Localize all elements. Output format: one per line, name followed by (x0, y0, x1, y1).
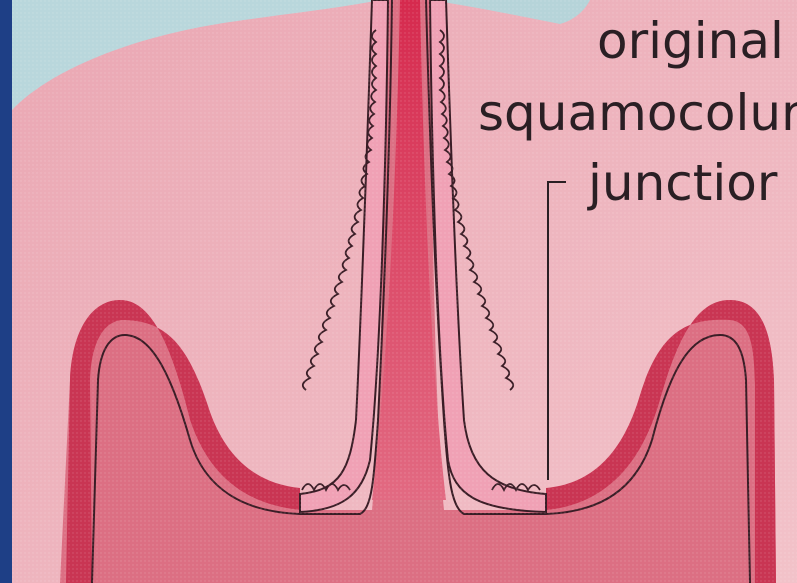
label-line-2: squamocolur (478, 84, 797, 142)
label-line-1: original (597, 12, 784, 70)
frame-left (0, 0, 12, 583)
label-line-3: junctior (587, 154, 778, 212)
